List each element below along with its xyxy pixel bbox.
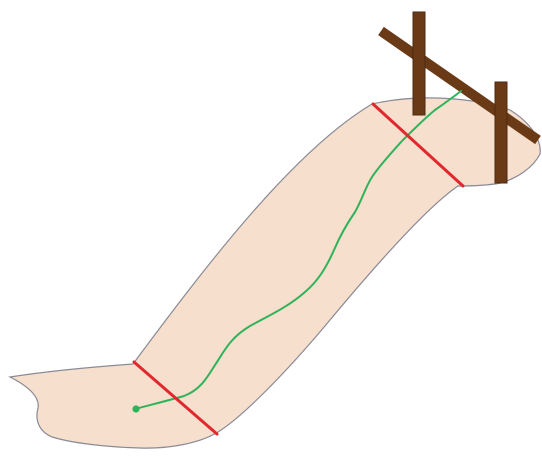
lower-boundary-line bbox=[132, 360, 219, 436]
start-point bbox=[132, 405, 140, 413]
upper-boundary-line bbox=[371, 102, 465, 188]
fence-post-right bbox=[494, 81, 508, 184]
flow-path bbox=[134, 90, 462, 410]
fence-rail bbox=[378, 26, 541, 145]
fence-post-left bbox=[412, 11, 426, 116]
slope-region bbox=[8, 97, 541, 449]
